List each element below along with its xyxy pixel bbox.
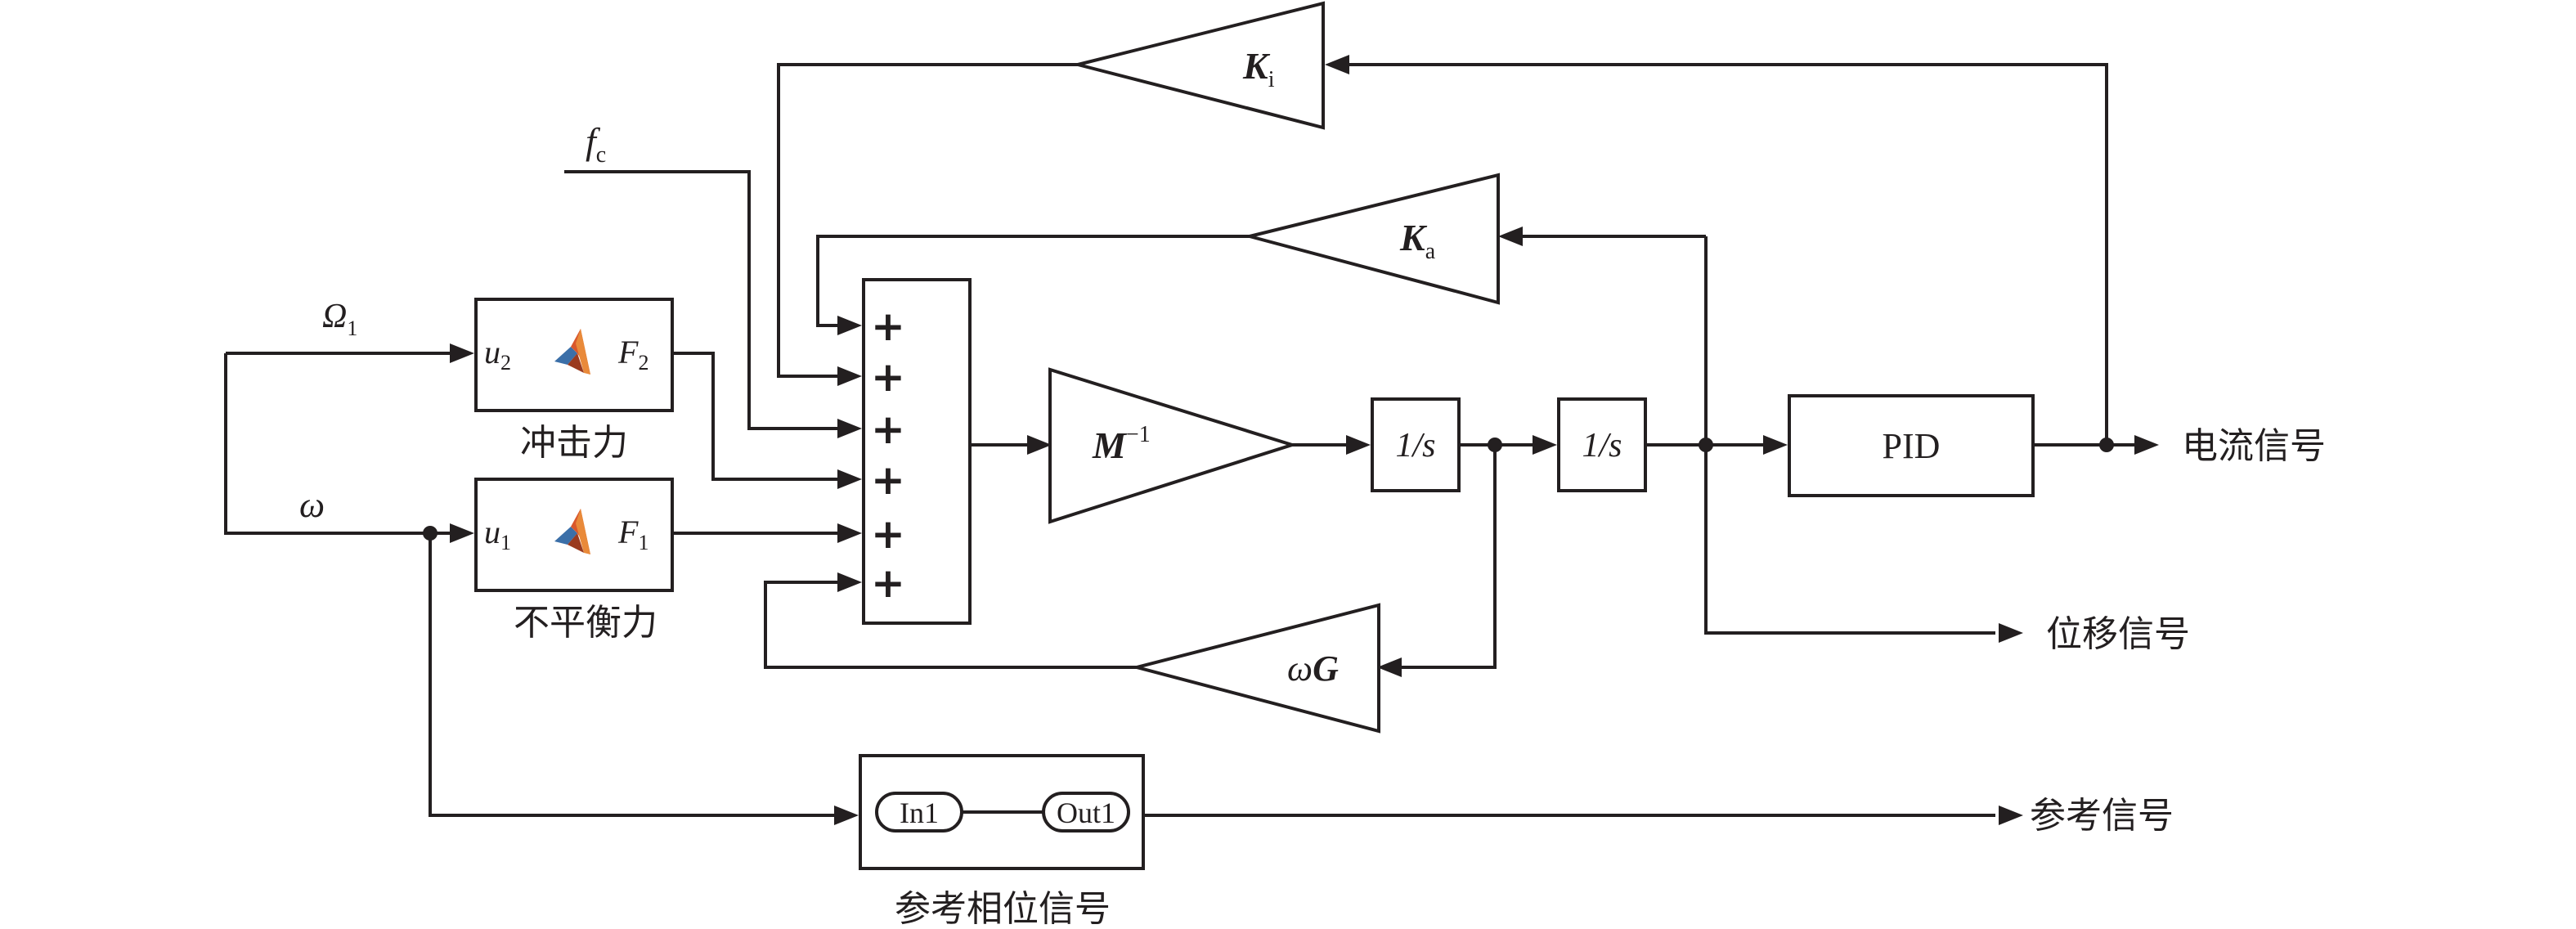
wire-current-to-ki [1349, 63, 2108, 445]
unbalance-output-label: F1 [617, 514, 648, 554]
junction-dots [423, 438, 2114, 541]
minv-label: M−1 [1092, 422, 1151, 466]
arrowhead-impact-in [450, 343, 474, 363]
wire-wg-to-sum [764, 581, 1137, 669]
wire-velocity-to-wg [1395, 445, 1497, 669]
arrowhead-current-out [2134, 435, 2159, 455]
arrowhead-sum-in-5 [837, 523, 862, 543]
sum-block[interactable] [862, 278, 972, 625]
arrowhead-sum-in-3 [837, 419, 862, 438]
arrowhead-minv-in [1027, 435, 1052, 455]
fc-label: fc [586, 120, 606, 168]
sum-sign-4: + [871, 456, 905, 504]
arrowhead-reference-out [1999, 806, 2023, 825]
pid-label: PID [1883, 426, 1941, 466]
reference-out-port [1042, 792, 1130, 833]
wire-ki-to-sum [777, 63, 1078, 378]
matlab-logo-icon [554, 509, 590, 554]
integrator-1-block[interactable] [1371, 397, 1461, 492]
wire-f2-to-sum [672, 352, 842, 481]
sum-sign-3: + [871, 406, 905, 453]
current-signal-label: 电流信号 [2182, 425, 2326, 467]
gain-minv-block[interactable] [1048, 367, 1298, 524]
wire-ka-to-sum [816, 235, 1250, 327]
gain-wg-block[interactable] [1130, 603, 1380, 734]
unbalance-input-label: u1 [484, 514, 511, 554]
arrowhead-sum-in-2 [837, 366, 862, 386]
integrator-2-block[interactable] [1557, 397, 1647, 492]
reference-in-label: In1 [900, 797, 939, 829]
arrowhead-sum-in-6 [837, 572, 862, 592]
arrowheads [450, 55, 2159, 825]
matlab-logo-icon [554, 329, 590, 375]
impact-output-label: F2 [617, 334, 648, 375]
arrowhead-ka-in [1498, 227, 1523, 246]
arrowhead-sum-in-4 [837, 469, 862, 489]
omega1-label: Ω1 [322, 298, 357, 340]
reference-in-port [875, 792, 963, 833]
arrowhead-displacement-out [1999, 623, 2023, 643]
integrator-1-label: 1/s [1395, 427, 1435, 464]
unbalance-force-label: 不平衡力 [514, 602, 657, 644]
junction-velocity [1488, 438, 1502, 452]
sum-sign-6: + [871, 559, 905, 607]
arrowhead-int2-in [1533, 435, 1557, 455]
arrowhead-sum-in-1 [837, 316, 862, 335]
arrowhead-int1-in [1346, 435, 1371, 455]
sum-sign-5: + [871, 510, 905, 558]
sum-sign-2: + [871, 353, 905, 401]
impact-force-label: 冲击力 [520, 422, 628, 464]
wire-fc-to-sum [564, 170, 842, 430]
pid-block[interactable] [1788, 394, 2035, 497]
reference-out-label: Out1 [1057, 797, 1115, 829]
arrowhead-pid-in [1763, 435, 1788, 455]
arrowhead-unbalance-in [450, 523, 474, 543]
arrowhead-wg-in [1377, 657, 1402, 677]
gain-ki-block[interactable] [1077, 1, 1325, 130]
omega-label: ω [299, 485, 325, 525]
junction-omega [423, 526, 438, 541]
sum-sign-1: + [871, 303, 905, 350]
displacement-signal-label: 位移信号 [2046, 613, 2190, 655]
wire-input-branch [224, 353, 458, 535]
wg-label: ωG [1287, 649, 1339, 689]
impact-input-label: u2 [484, 334, 511, 375]
wire-displacement-branch [1704, 236, 1995, 635]
ki-label: Ki [1242, 45, 1275, 92]
arrowhead-reference-in [834, 806, 859, 825]
junction-current [2099, 438, 2114, 452]
integrator-2-label: 1/s [1582, 427, 1622, 464]
wire-omega-to-reference [429, 533, 838, 817]
junction-displacement [1699, 438, 1713, 452]
ka-label: Ka [1399, 217, 1436, 264]
arrowhead-ki-in [1325, 55, 1349, 74]
reference-phase-label: 参考相位信号 [895, 888, 1111, 929]
reference-signal-label: 参考信号 [2030, 795, 2174, 837]
gain-ka-block[interactable] [1249, 173, 1500, 305]
